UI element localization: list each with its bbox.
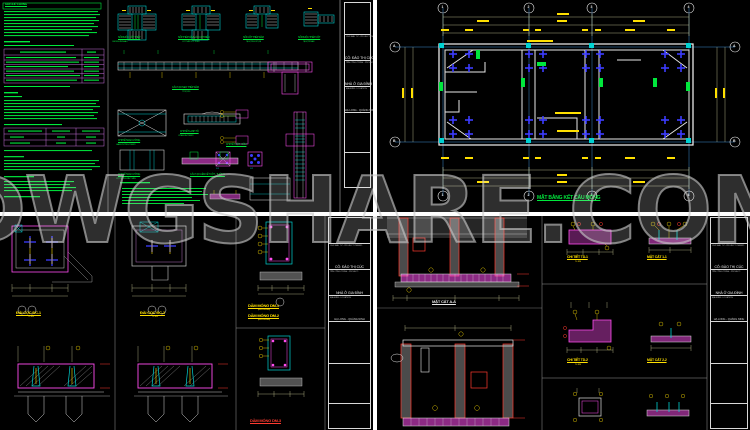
- tb2-client-row: CHỦ ĐẦU TƯ - PROJECT OWNER: CÔ: ĐÀO THỊ …: [329, 244, 370, 270]
- tb-logo-row: [345, 3, 370, 35]
- tl-vector-layer: [2, 0, 341, 212]
- tb-project-row: TÊN CÔNG TRÌNH - PROJECT: NHÀ Ở GIA ĐÌNH: [345, 61, 373, 87]
- tb2-location-row: ĐỊA ĐIỂM - LOCATION: HẠ LONG - QUẢNG NIN…: [329, 296, 370, 322]
- tb-location-caption: ĐỊA ĐIỂM - LOCATION:: [346, 87, 368, 90]
- tb2-blank-row-a: [329, 322, 370, 364]
- bl-vector-layer: [11, 216, 326, 430]
- title-block-bottom-left: CHỦ ĐẦU TƯ - PROJECT OWNER: CÔ: ĐÀO THỊ …: [328, 217, 371, 429]
- tb2-project-row: TÊN CÔNG TRÌNH - PROJECT: NHÀ Ở GIA ĐÌNH: [329, 270, 370, 296]
- panel-mat-cat-chi-tiet[interactable]: MẶT CẮT A-A CHI TIẾT TD-1 TL: 1/20 MẶT C…: [377, 216, 750, 430]
- tb2-location-caption: ĐỊA ĐIỂM - LOCATION:: [330, 296, 352, 299]
- tb2-project-value: NHÀ Ở GIA ĐÌNH: [336, 290, 363, 295]
- tb2-client-caption: CHỦ ĐẦU TƯ - PROJECT OWNER:: [330, 244, 363, 247]
- tb3-blank-row-a: [711, 322, 747, 364]
- tb3-client-value: CÔ: ĐÀO THỊ CÚC: [714, 264, 744, 269]
- tb3-blank-row-b: [711, 364, 747, 404]
- tb3-location-value: HẠ LONG - QUẢNG NINH: [713, 317, 745, 321]
- tb-project-value: NHÀ Ở GIA ĐÌNH: [345, 81, 372, 86]
- panel-ghi-chu-chi-tiet[interactable]: GHI CHÚ CHUNG NỐI BUỘC CỐT THÉP CHỒNG LÊ…: [0, 0, 373, 212]
- tb2-logo-row: [329, 218, 370, 244]
- panel-dai-coc-dam-mong[interactable]: ĐÀI CỌC ĐC-1 TL: 1/25 ĐÀI CỌC ĐC-2 TL: 1…: [0, 216, 373, 430]
- tb-project-caption: TÊN CÔNG TRÌNH - PROJECT:: [346, 61, 373, 64]
- tb-client-value: CÔ: ĐÀO THỊ CÚC: [345, 55, 373, 60]
- tb-client-row: CHỦ ĐẦU TƯ - PROJECT OWNER: CÔ: ĐÀO THỊ …: [345, 35, 373, 61]
- tb2-blank-row-b: [329, 364, 370, 404]
- tb-client-caption: CHỦ ĐẦU TƯ - PROJECT OWNER:: [346, 35, 373, 38]
- tb3-client-caption: CHỦ ĐẦU TƯ - PROJECT OWNER:: [712, 244, 745, 247]
- foundation-plan-vector: [389, 2, 741, 202]
- tb3-project-value: NHÀ Ở GIA ĐÌNH: [715, 290, 743, 295]
- tb3-location-row: ĐỊA ĐIỂM - LOCATION: HẠ LONG - QUẢNG NIN…: [711, 296, 747, 322]
- tb3-client-row: CHỦ ĐẦU TƯ - PROJECT OWNER: CÔ: ĐÀO THỊ …: [711, 244, 747, 270]
- tb-location-row: ĐỊA ĐIỂM - LOCATION: HẠ LONG - QUẢNG NIN…: [345, 87, 373, 113]
- tb2-project-caption: TÊN CÔNG TRÌNH - PROJECT:: [330, 270, 359, 273]
- tb3-logo-row: [711, 218, 747, 244]
- tb2-footer-row: [329, 404, 370, 430]
- tb3-project-caption: TÊN CÔNG TRÌNH - PROJECT:: [712, 270, 741, 273]
- tb3-footer-row: [711, 404, 747, 430]
- tb3-location-caption: ĐỊA ĐIỂM - LOCATION:: [712, 296, 734, 299]
- tb-blank-row-b: [345, 153, 370, 189]
- tb-blank-row-a: [345, 113, 370, 153]
- tb2-client-value: CÔ: ĐÀO THỊ CÚC: [335, 264, 364, 269]
- panel-mat-bang-ket-cau-mong[interactable]: 1 2 3 4 1 2 3 4 A B A B MẶT BẰNG KẾT CẤU…: [377, 0, 750, 212]
- title-block-top-left: CHỦ ĐẦU TƯ - PROJECT OWNER: CÔ: ĐÀO THỊ …: [344, 2, 373, 189]
- tb2-location-value: HẠ LONG - QUẢNG NINH: [334, 317, 365, 321]
- tb3-project-row: TÊN CÔNG TRÌNH - PROJECT: NHÀ Ở GIA ĐÌNH: [711, 270, 747, 296]
- br-vector-layer: [377, 216, 708, 430]
- tb-location-value: HẠ LONG - QUẢNG NINH: [345, 108, 373, 112]
- title-block-bottom-right: CHỦ ĐẦU TƯ - PROJECT OWNER: CÔ: ĐÀO THỊ …: [710, 217, 748, 429]
